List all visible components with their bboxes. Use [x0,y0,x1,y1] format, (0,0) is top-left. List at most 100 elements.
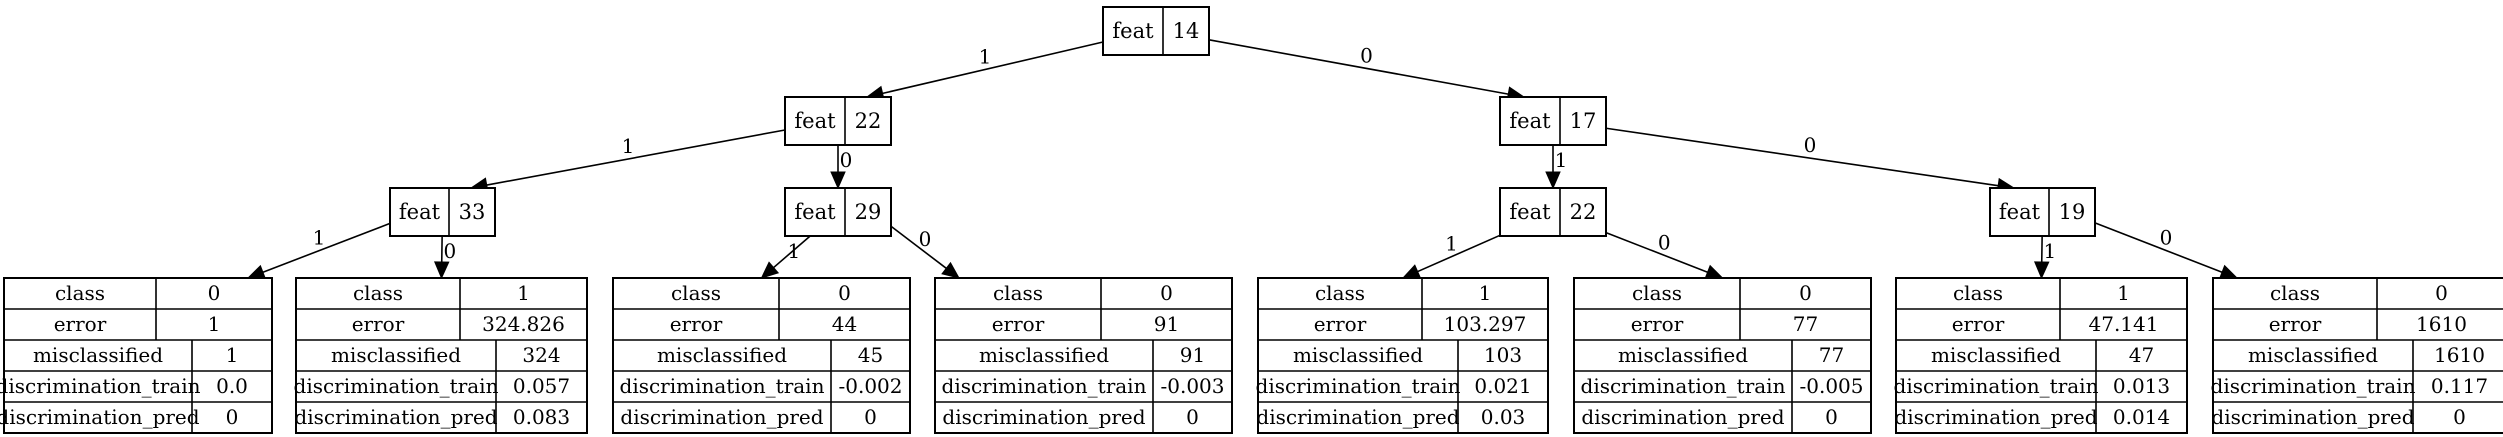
edge-lr-lrl [760,235,811,279]
leaf-key-discrimination-train: discrimination_train [0,374,201,398]
edge-rr-rrr [2094,222,2239,280]
edge-r-rl [1545,145,1561,190]
leaf-value-misclassified: 103 [1484,343,1522,367]
leaf-value-class: 1 [517,281,530,305]
node-box [1499,187,1607,237]
leaf-value-discrimination-pred: 0 [226,405,239,429]
leaf-key-class: class [671,281,721,305]
leaf-value-discrimination-train: -0.003 [1160,374,1224,398]
node-label: feat [1112,19,1154,43]
leaf-key-misclassified: misclassified [979,343,1109,367]
leaf-box [1257,277,1549,434]
leaf-value-class: 0 [838,281,851,305]
edge-line [2094,222,2223,273]
leaf-value-class: 1 [2117,281,2130,305]
leaf-key-discrimination-train: discrimination_train [1894,374,2099,398]
leaf-key-misclassified: misclassified [1293,343,1423,367]
leaf-value-discrimination-pred: 0 [1186,405,1199,429]
arrowhead [433,261,450,280]
leaf-key-error: error [670,312,723,336]
node-box [389,187,496,237]
leaf-value-error: 103.297 [1444,312,1527,336]
leaf-value-discrimination-pred: 0 [1825,405,1838,429]
leaf-key-class: class [353,281,403,305]
leaf-key-error: error [1631,312,1684,336]
edge-label: 0 [840,148,853,172]
leaf-key-class: class [1953,281,2003,305]
leaf-value-discrimination-train: 0.0 [216,374,248,398]
node-label: feat [794,200,836,224]
edge-rr-rrl [2033,235,2050,280]
leaf-key-error: error [1952,312,2005,336]
edge-line [882,41,1104,95]
edge-label: 1 [1445,232,1458,256]
edge-line [262,222,391,274]
leaf-value-discrimination-train: 0.021 [1474,374,1531,398]
edge-ll-llr [433,235,450,280]
edge-line [773,235,811,269]
leaf-value-error: 324.826 [482,312,565,336]
node-label: feat [399,200,441,224]
leaf-key-class: class [1315,281,1365,305]
leaf-value-misclassified: 324 [522,343,560,367]
edge-label: 0 [1658,230,1671,254]
leaf-key-error: error [1314,312,1367,336]
leaf-value-class: 1 [1479,281,1492,305]
edge-label: 0 [443,239,456,263]
arrowhead [2033,261,2050,280]
leaf-value-misclassified: 1 [226,343,239,367]
leaf-key-error: error [992,312,1045,336]
leaf-value-error: 1 [208,312,221,336]
leaf-key-class: class [2270,281,2320,305]
leaf-value-class: 0 [1160,281,1173,305]
node-label: feat [794,109,836,133]
leaf-key-misclassified: misclassified [2248,343,2378,367]
leaf-value-discrimination-pred: 0.083 [513,405,570,429]
node-box [1102,6,1210,56]
leaf-value-error: 91 [1154,312,1179,336]
node-feature-value: 17 [1570,109,1597,133]
edge-line [1605,231,1708,273]
arrowhead [830,171,846,190]
leaf-value-class: 0 [1799,281,1812,305]
leaf-box [3,277,273,434]
edge-line [890,225,947,269]
node-label: feat [1999,200,2041,224]
node-feature-value: 19 [2059,200,2086,224]
leaf-key-discrimination-pred: discrimination_pred [0,405,200,429]
arrowhead [1401,264,1422,279]
arrowhead [2218,264,2239,280]
leaf-key-class: class [55,281,105,305]
leaf-value-misclassified: 91 [1180,343,1205,367]
node-box [784,96,892,146]
leaf-box [1573,277,1872,434]
leaf-key-discrimination-pred: discrimination_pred [1256,405,1459,429]
leaf-box [1895,277,2188,434]
leaf-value-discrimination-pred: 0 [864,405,877,429]
leaf-key-class: class [1632,281,1682,305]
leaf-key-discrimination-train: discrimination_train [2211,374,2416,398]
arrowhead [246,264,267,280]
leaf-value-error: 1610 [2416,312,2467,336]
leaf-key-discrimination-pred: discrimination_pred [294,405,497,429]
leaf-value-discrimination-train: 0.117 [2431,374,2488,398]
leaf-key-discrimination-train: discrimination_train [294,374,499,398]
leaf-key-discrimination-pred: discrimination_pred [620,405,823,429]
edges-layer [246,39,2239,280]
edge-label: 1 [787,239,800,263]
leaf-value-discrimination-pred: 0.03 [1481,405,1526,429]
edge-label: 1 [1555,148,1568,172]
edge-label: 1 [979,45,992,69]
